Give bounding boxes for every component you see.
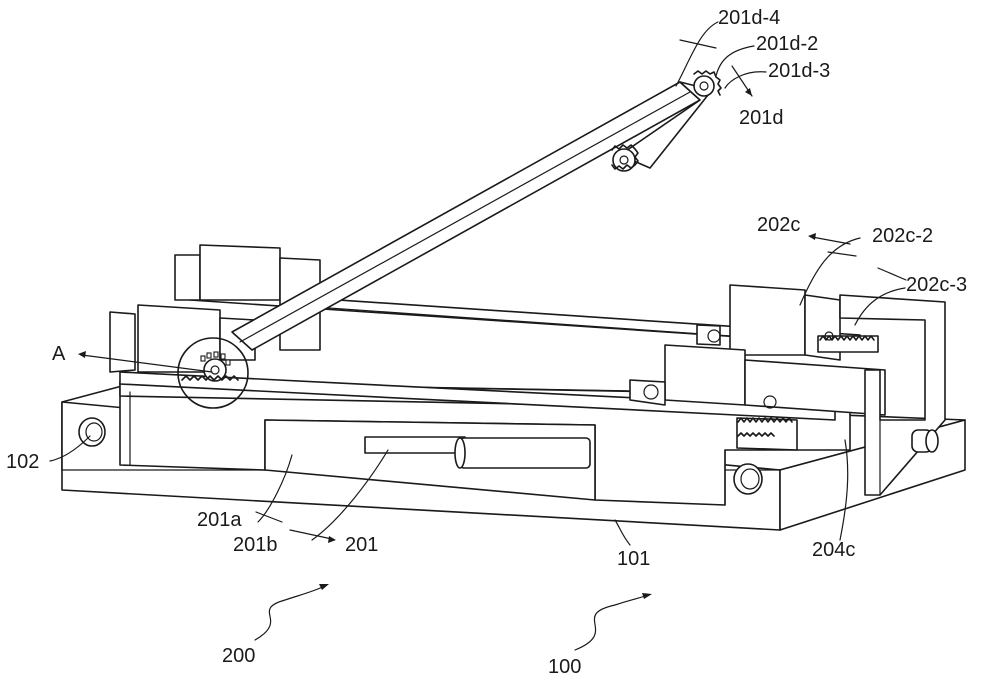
- leader-lines: [49, 21, 907, 651]
- label-201a: 201a: [197, 509, 242, 531]
- label-201: 201: [345, 534, 378, 556]
- label-202c: 202c: [757, 214, 800, 236]
- label-201b: 201b: [233, 534, 278, 556]
- label-102: 102: [6, 451, 39, 473]
- label-202c-2: 202c-2: [872, 225, 933, 247]
- labels: 201d-4 201d-2 201d-3 201d 202c 202c-2 20…: [6, 7, 967, 678]
- rack-upper: [817, 331, 879, 353]
- label-101: 101: [617, 548, 650, 570]
- label-a: A: [52, 343, 66, 365]
- arm-201d: [231, 70, 722, 351]
- rack-a-teeth: [181, 375, 239, 381]
- rack-lower: [736, 395, 798, 451]
- gear-a-teeth: [200, 351, 231, 366]
- label-204c: 204c: [812, 539, 855, 561]
- bracket-202c-3: [839, 294, 946, 496]
- label-100: 100: [548, 656, 581, 678]
- label-201d-2: 201d-2: [756, 33, 818, 55]
- mounting-hole-left: [78, 417, 106, 447]
- detail-circle-a: [177, 337, 249, 409]
- label-202c-3: 202c-3: [906, 274, 967, 296]
- cylinder-201b: [364, 436, 591, 469]
- mounting-hole-right: [733, 463, 763, 495]
- label-201d-4: 201d-4: [718, 7, 780, 29]
- label-201d-3: 201d-3: [768, 60, 830, 82]
- label-200: 200: [222, 645, 255, 667]
- slider-202c: [629, 284, 886, 416]
- label-201d: 201d: [739, 107, 784, 129]
